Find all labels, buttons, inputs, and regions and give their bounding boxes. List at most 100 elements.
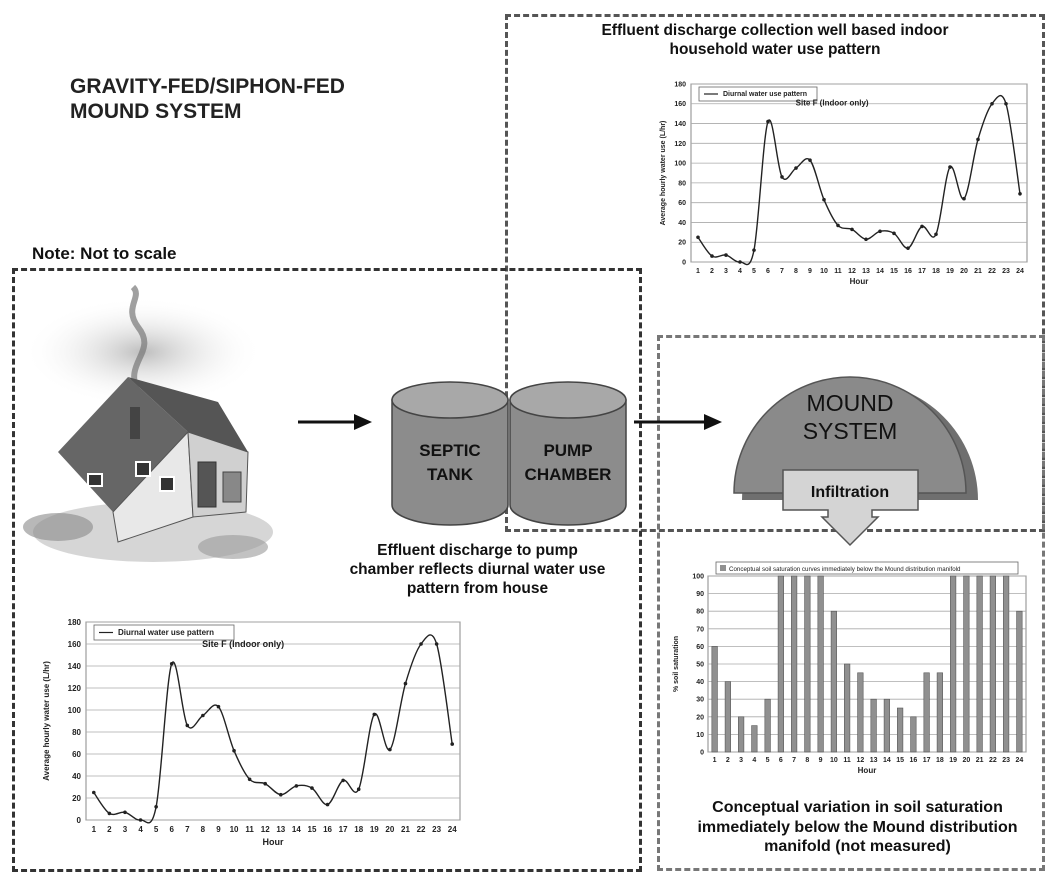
legend-box xyxy=(715,561,1019,575)
y-tick-label: 40 xyxy=(72,772,81,781)
x-tick-label: 2 xyxy=(107,825,112,834)
y-axis-label: % soil saturation xyxy=(673,636,680,692)
x-tick-label: 3 xyxy=(123,825,128,834)
data-point xyxy=(822,197,826,202)
x-tick-label: 18 xyxy=(932,268,940,275)
y-tick-label: 140 xyxy=(68,662,82,671)
y-tick-label: 20 xyxy=(72,794,81,803)
house-illustration xyxy=(23,284,273,562)
data-point xyxy=(419,642,423,646)
infiltration-label: Infiltration xyxy=(811,484,889,501)
mound-label-1: MOUND xyxy=(807,390,894,416)
tank-cylinders: SEPTIC TANK PUMP CHAMBER xyxy=(391,381,627,526)
x-tick-label: 15 xyxy=(308,825,317,834)
legend-swatch xyxy=(720,565,726,571)
y-tick-label: 50 xyxy=(696,661,704,668)
y-tick-label: 100 xyxy=(674,161,686,168)
page-title: GRAVITY-FED/SIPHON-FED MOUND SYSTEM xyxy=(70,75,345,125)
x-tick-label: 19 xyxy=(949,757,957,764)
bar xyxy=(910,716,917,753)
x-tick-label: 6 xyxy=(169,825,174,834)
data-point xyxy=(836,223,840,228)
x-tick-label: 13 xyxy=(862,268,870,275)
legend-label: Diurnal water use pattern xyxy=(723,91,807,98)
bottom-caption-line-3: manifold (not measured) xyxy=(764,838,951,856)
x-tick-label: 15 xyxy=(896,757,904,764)
y-tick-label: 80 xyxy=(678,180,686,187)
x-tick-label: 20 xyxy=(962,757,970,764)
bar xyxy=(1016,610,1023,753)
data-point xyxy=(766,119,770,124)
data-point xyxy=(864,237,868,242)
data-point xyxy=(752,248,756,252)
bar xyxy=(817,575,824,753)
title-line-1: GRAVITY-FED/SIPHON-FED xyxy=(70,75,345,98)
bar xyxy=(751,725,758,753)
pump-label-2: CHAMBER xyxy=(525,465,612,484)
bar xyxy=(764,698,771,753)
y-tick-label: 160 xyxy=(68,640,82,649)
bar xyxy=(989,575,996,753)
bar xyxy=(883,698,890,753)
x-tick-label: 22 xyxy=(417,825,426,834)
y-tick-label: 0 xyxy=(682,259,686,266)
x-tick-label: 12 xyxy=(261,825,270,834)
middle-caption-line-1: Effluent discharge to pump xyxy=(377,542,578,559)
x-tick-label: 24 xyxy=(1016,268,1024,275)
x-tick-label: 6 xyxy=(766,268,770,275)
bar xyxy=(950,575,957,753)
data-point xyxy=(356,787,361,791)
data-point xyxy=(216,704,221,709)
x-tick-label: 21 xyxy=(401,825,410,834)
data-point xyxy=(878,229,882,234)
legend-label: Conceptual soil saturation curves immedi… xyxy=(729,566,961,573)
top-caption-line-1: Effluent discharge collection well based… xyxy=(601,22,949,39)
x-tick-label: 9 xyxy=(819,757,823,764)
data-point xyxy=(920,224,924,229)
y-tick-label: 120 xyxy=(68,684,82,693)
arrow-pump-to-mound xyxy=(634,414,722,430)
y-tick-label: 20 xyxy=(678,240,686,247)
middle-caption: Effluent discharge to pump chamber refle… xyxy=(335,542,620,599)
x-tick-label: 17 xyxy=(918,268,926,275)
data-point xyxy=(107,811,112,816)
x-tick-label: 19 xyxy=(946,268,954,275)
y-tick-label: 10 xyxy=(696,732,704,739)
x-tick-label: 21 xyxy=(974,268,982,275)
arrow-house-to-tank xyxy=(298,414,372,430)
x-axis-label: Hour xyxy=(858,766,877,775)
top-right-dashed-region xyxy=(505,14,1045,532)
bar xyxy=(923,672,930,753)
data-point xyxy=(169,662,174,666)
data-point xyxy=(372,712,377,717)
data-point xyxy=(341,778,345,783)
data-point xyxy=(892,231,896,236)
x-tick-label: 1 xyxy=(713,757,717,764)
data-point xyxy=(906,246,910,250)
data-point xyxy=(976,137,980,142)
middle-caption-line-3: pattern from house xyxy=(406,579,549,597)
y-tick-label: 40 xyxy=(678,220,686,227)
data-point xyxy=(263,781,268,786)
septic-tank xyxy=(391,381,509,526)
y-axis-label: Average hourly water use (L/hr) xyxy=(42,661,51,781)
data-point xyxy=(1004,101,1008,106)
y-axis-label: Average hourly water use (L/hr) xyxy=(660,121,667,226)
x-tick-label: 16 xyxy=(323,825,332,834)
x-tick-label: 12 xyxy=(848,268,856,275)
bar xyxy=(830,610,837,753)
bar xyxy=(897,707,904,753)
data-point xyxy=(185,723,190,728)
y-tick-label: 120 xyxy=(674,141,686,148)
legend-box xyxy=(698,86,818,102)
y-tick-label: 140 xyxy=(674,121,686,128)
data-point xyxy=(948,165,952,169)
x-tick-label: 14 xyxy=(292,825,301,834)
y-tick-label: 70 xyxy=(696,626,704,633)
x-tick-label: 3 xyxy=(724,268,728,275)
y-tick-label: 180 xyxy=(674,81,686,88)
y-tick-label: 80 xyxy=(72,728,81,737)
